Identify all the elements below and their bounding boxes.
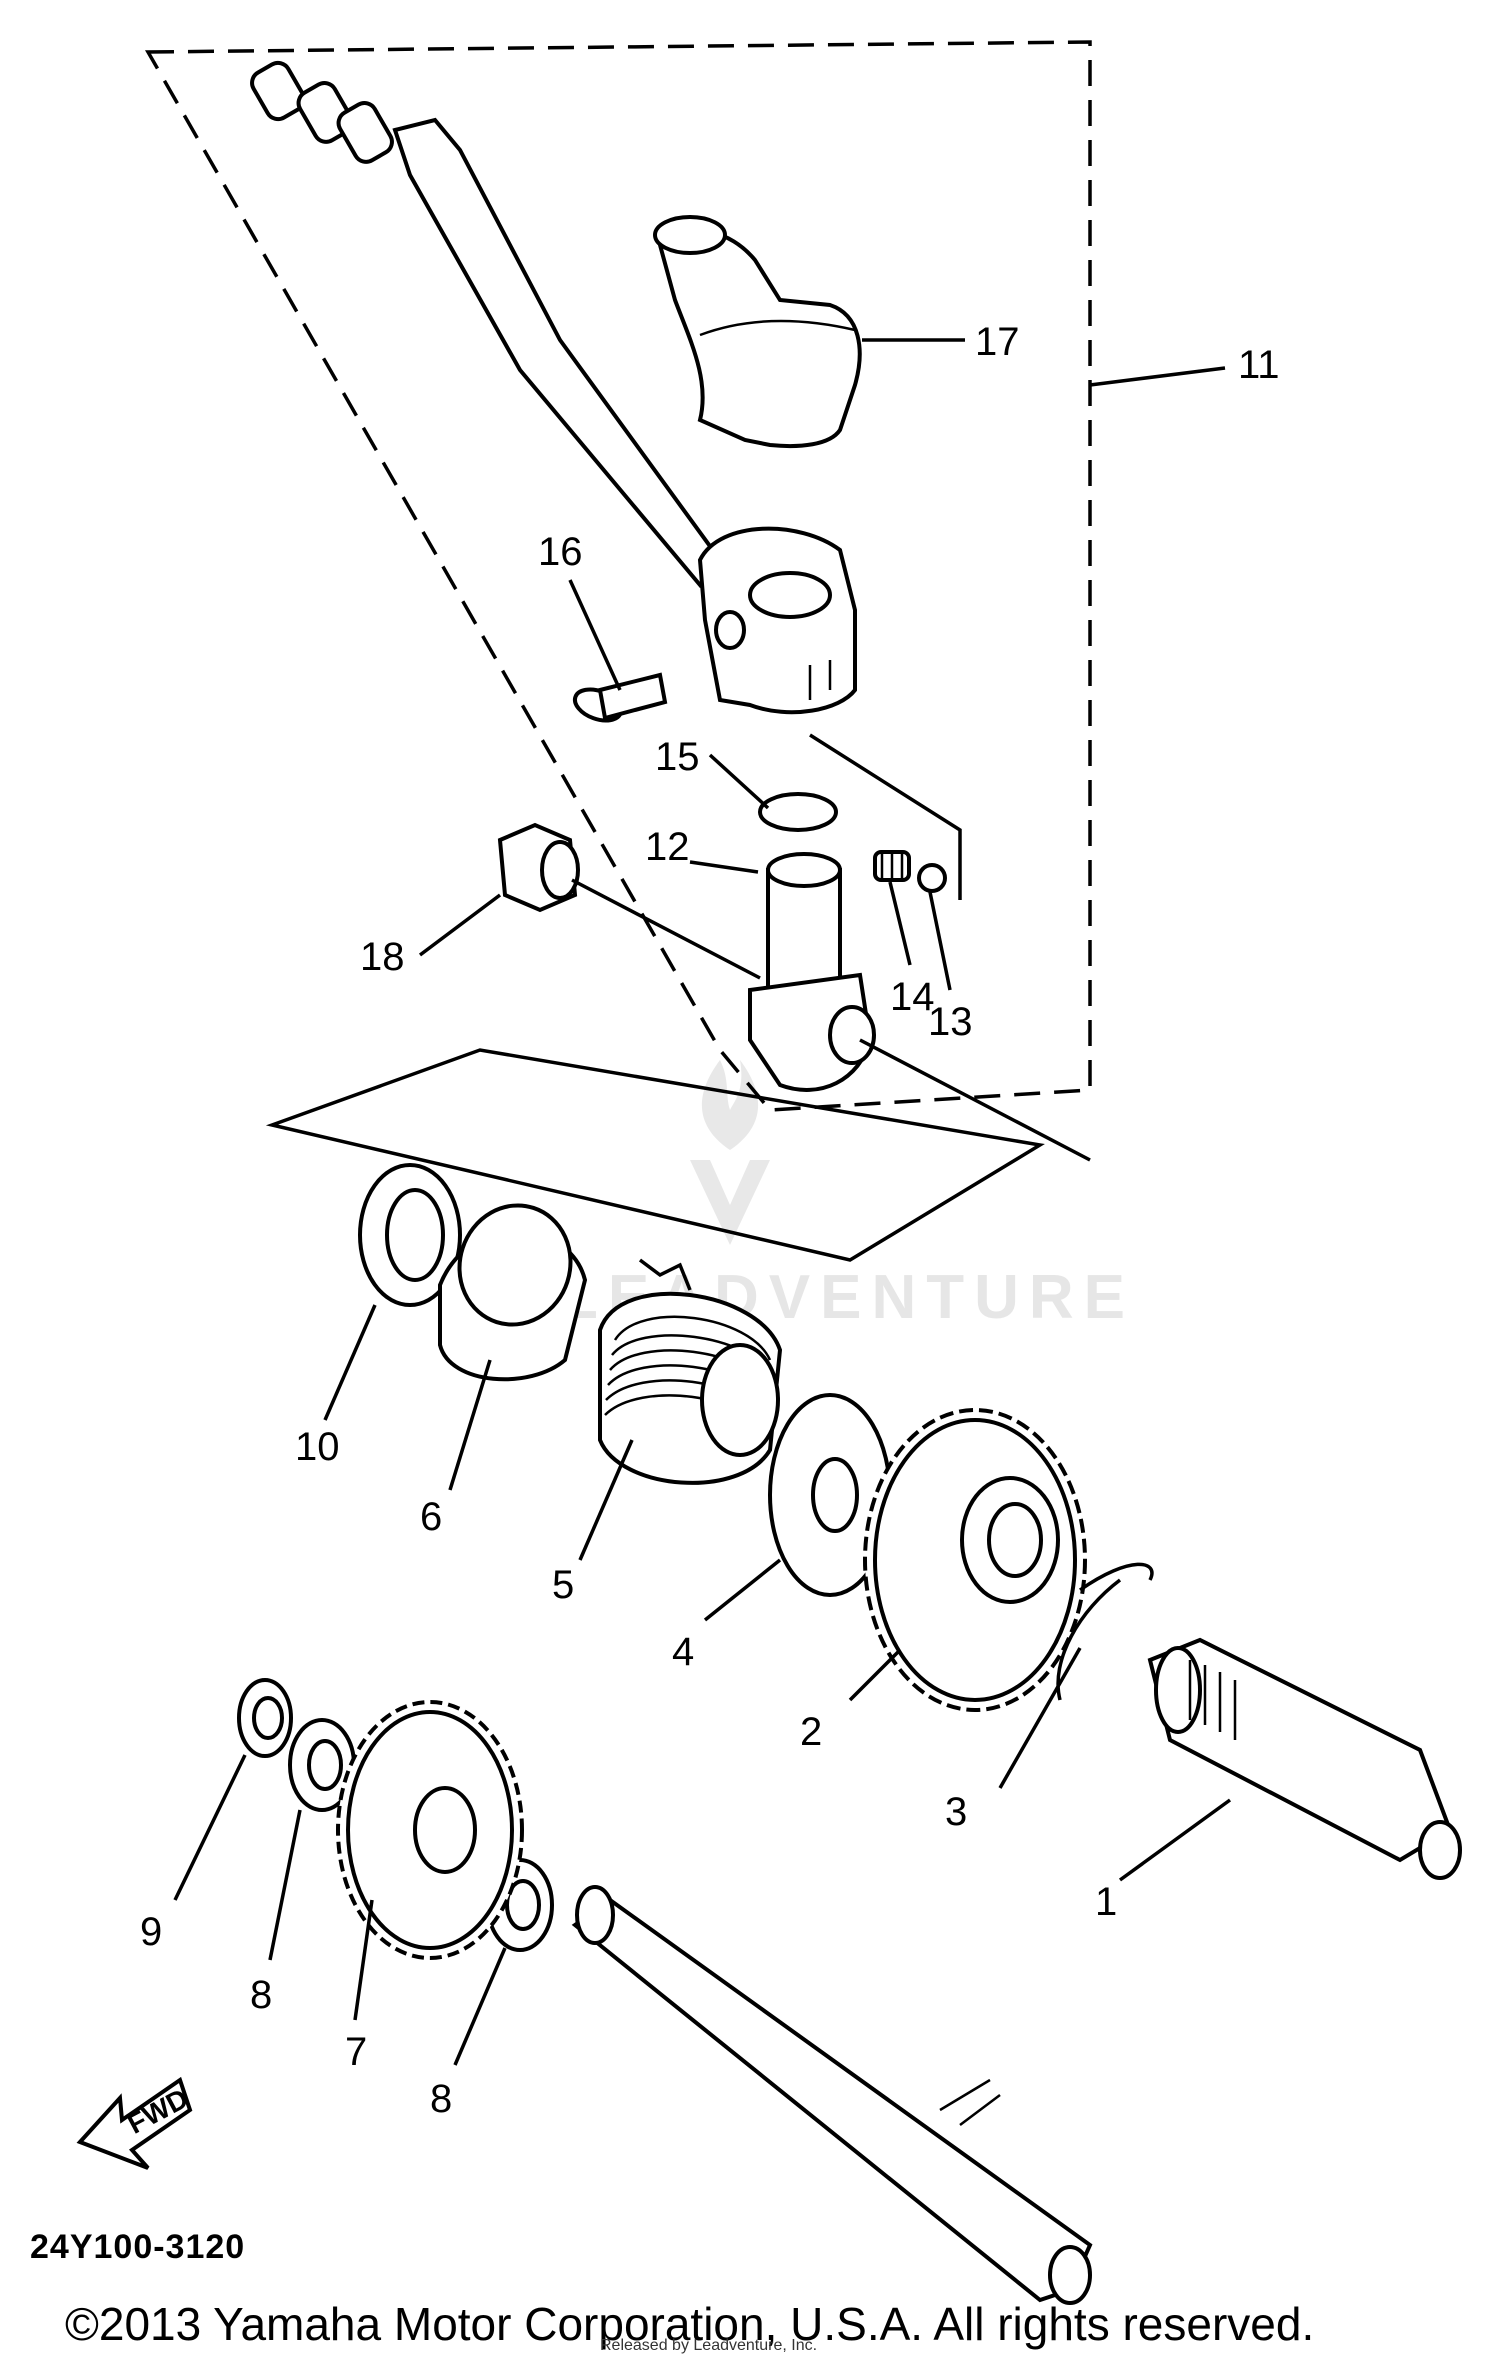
part-12-kick-boss bbox=[748, 852, 876, 1092]
callout-2: 2 bbox=[800, 1710, 822, 1754]
part-11-kick-crank bbox=[250, 60, 857, 715]
watermark-logo: LEADVENTURE bbox=[560, 1060, 1125, 1332]
part-5-torsion-spring bbox=[598, 1258, 783, 1485]
part-7-idler-gear bbox=[336, 1700, 524, 1960]
callout-15: 15 bbox=[655, 735, 700, 779]
part-4-washer bbox=[768, 1393, 892, 1597]
callout-16: 16 bbox=[538, 530, 583, 574]
assembly-frame-lower bbox=[265, 1048, 1045, 1262]
callout-10: 10 bbox=[295, 1425, 340, 1469]
assembly-axis-lines bbox=[571, 878, 1091, 1162]
part-2-kick-gear bbox=[863, 1408, 1087, 1712]
part-15-o-ring bbox=[758, 792, 838, 832]
part-10-oil-seal bbox=[358, 1163, 462, 1307]
fwd-arrow-icon: FWD bbox=[76, 2076, 193, 2170]
part-16-screw bbox=[572, 672, 668, 723]
callout-17: 17 bbox=[975, 320, 1020, 364]
callout-1: 1 bbox=[1095, 1880, 1117, 1924]
copyright-notice: ©2013 Yamaha Motor Corporation, U.S.A. A… bbox=[65, 2298, 1314, 2350]
idler-shaft bbox=[571, 1885, 1093, 2305]
leader-lines bbox=[173, 338, 1232, 2066]
part-17-pedal-cover bbox=[653, 215, 862, 449]
callout-11: 11 bbox=[1238, 343, 1280, 387]
part-6-spring-guide bbox=[438, 1203, 588, 1382]
callout-6: 6 bbox=[420, 1495, 442, 1539]
diagram-code: 24Y100-3120 bbox=[30, 2228, 245, 2266]
callout-13: 13 bbox=[928, 1000, 973, 1044]
part-18-nut bbox=[497, 822, 580, 913]
assembly-outline-11 bbox=[144, 40, 1092, 1112]
callout-8-upper: 8 bbox=[250, 1973, 272, 2017]
credit-line: Released by Leadventure, Inc. bbox=[600, 2337, 817, 2354]
callout-12: 12 bbox=[645, 825, 690, 869]
assembly-bracket-13-14 bbox=[809, 733, 962, 900]
callout-7: 7 bbox=[345, 2030, 367, 2074]
callout-3: 3 bbox=[945, 1790, 967, 1834]
part-8-washer-upper bbox=[288, 1718, 356, 1812]
callout-14: 14 bbox=[890, 975, 935, 1019]
part-9-circlip bbox=[237, 1678, 293, 1758]
part-1-kick-axle bbox=[1147, 1637, 1462, 1880]
part-14-spring bbox=[873, 850, 911, 882]
callout-18: 18 bbox=[360, 935, 405, 979]
callout-4: 4 bbox=[672, 1630, 694, 1674]
part-13-ball bbox=[917, 863, 947, 893]
callout-9: 9 bbox=[140, 1910, 162, 1954]
callout-8-lower: 8 bbox=[430, 2077, 452, 2121]
callout-5: 5 bbox=[552, 1563, 574, 1607]
callout-labels: 17 11 16 15 12 14 13 18 10 6 5 4 2 3 1 9… bbox=[140, 320, 1280, 2121]
